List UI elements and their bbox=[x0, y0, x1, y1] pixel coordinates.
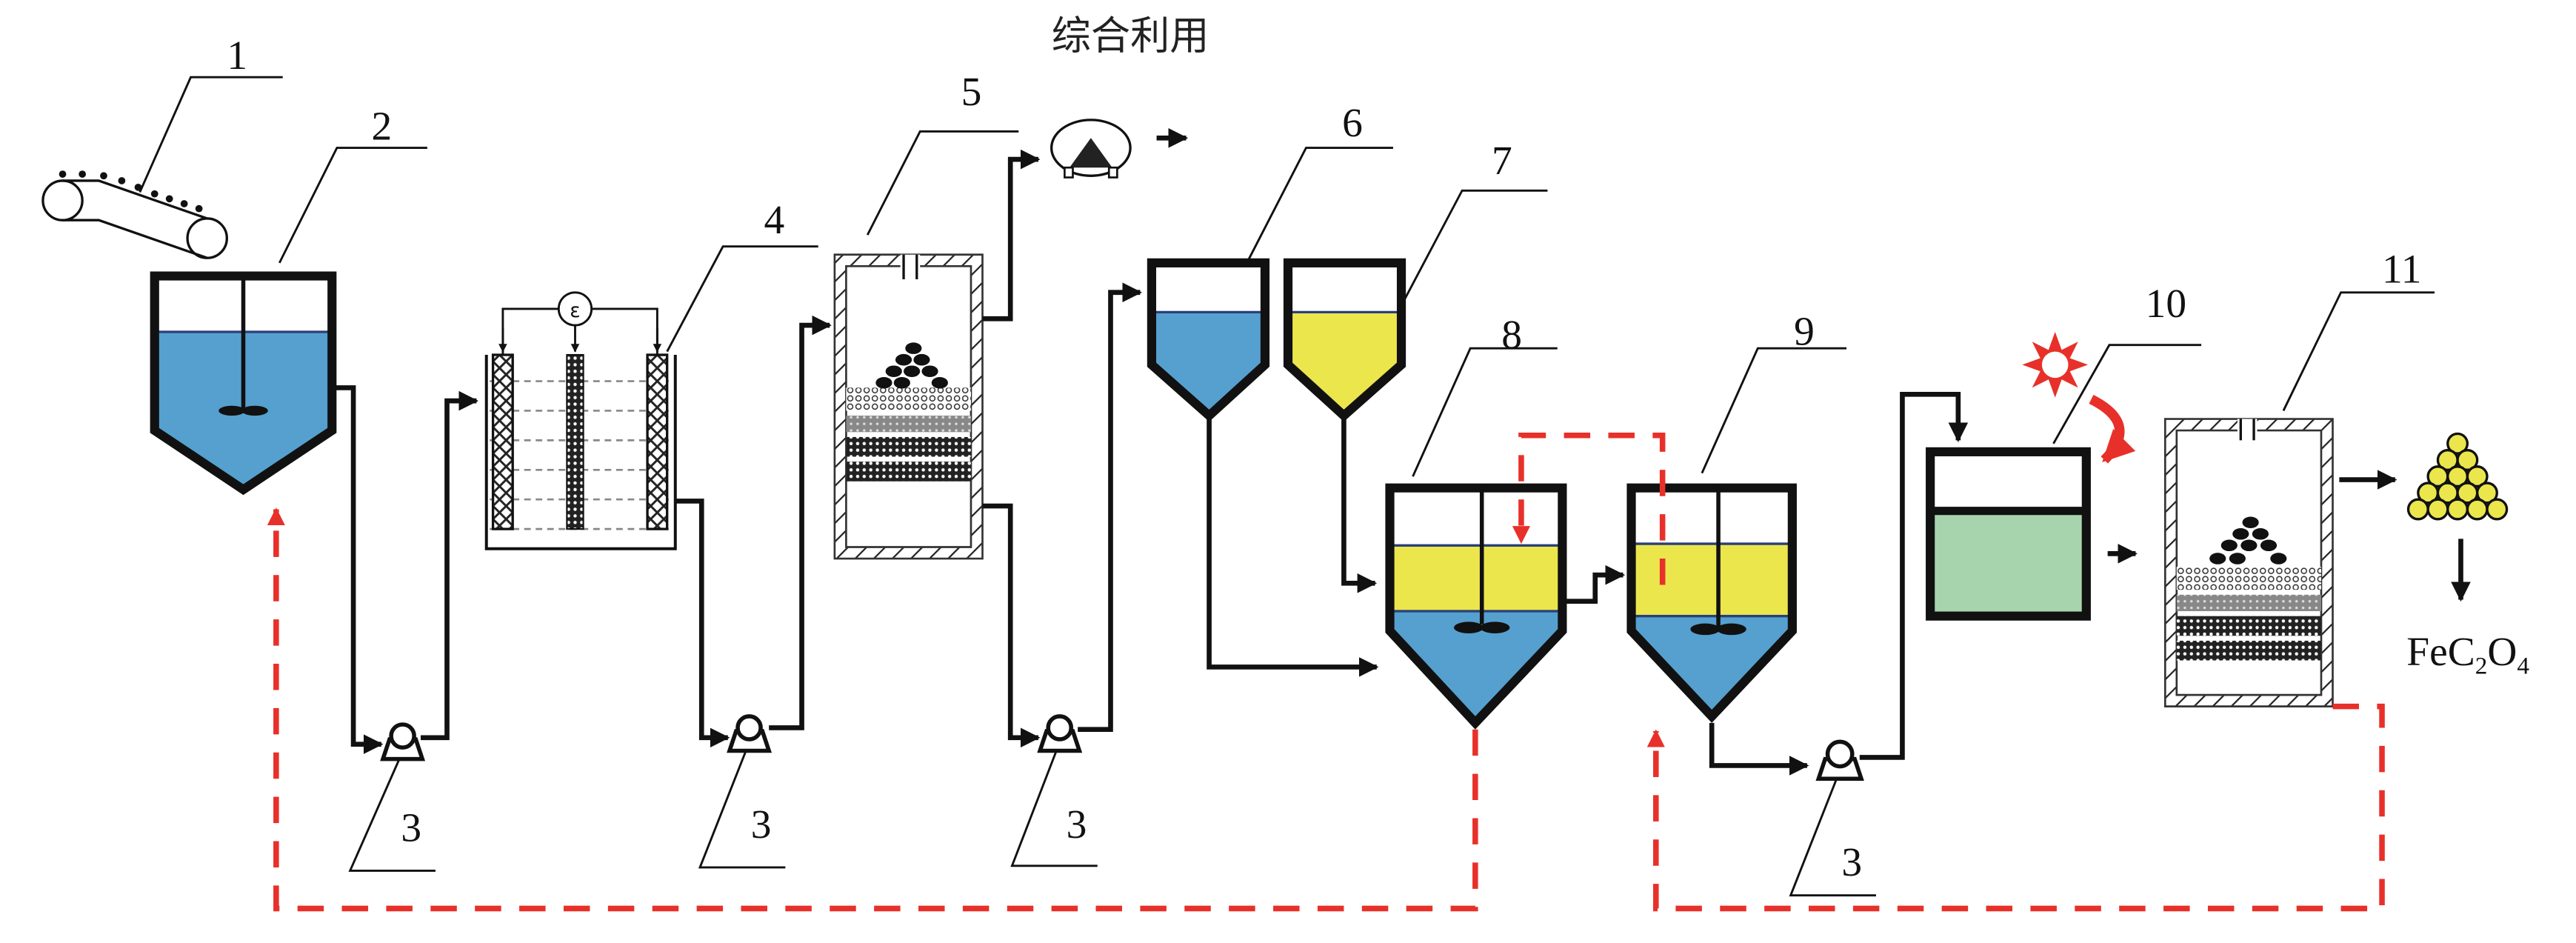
label-9: 9 bbox=[1794, 309, 1815, 354]
label-3a: 3 bbox=[401, 804, 421, 850]
pipe-tank2-to-pump bbox=[332, 385, 384, 754]
pipe-pump-to-photoreactor bbox=[1859, 391, 1969, 760]
pump-a bbox=[380, 722, 426, 762]
leader-line-3d bbox=[1789, 778, 1876, 897]
label-2: 2 bbox=[371, 104, 392, 149]
label-5: 5 bbox=[961, 69, 982, 114]
label-6: 6 bbox=[1342, 100, 1363, 145]
pipe-tank6-to-reactor8 bbox=[1207, 416, 1379, 677]
label-10: 10 bbox=[2146, 281, 2186, 326]
power-source-symbol: ε bbox=[570, 299, 580, 322]
pipe-reactor9-to-pump bbox=[1709, 722, 1809, 776]
filter-2 bbox=[2163, 418, 2334, 707]
tank-6-blue bbox=[1147, 258, 1270, 422]
pipe-reactor8-to-reactor9 bbox=[1562, 564, 1626, 604]
pipe-filter1-to-bin bbox=[982, 149, 1041, 321]
filter-1 bbox=[833, 253, 984, 560]
electrolysis-cell: ε bbox=[484, 291, 677, 550]
tank-7-yellow bbox=[1283, 258, 1407, 422]
pump-c bbox=[1037, 714, 1083, 753]
reactor-8 bbox=[1385, 483, 1567, 730]
leader-line-9 bbox=[1701, 347, 1847, 474]
light-irradiation-arrow bbox=[2089, 394, 2136, 464]
leader-line-8 bbox=[1412, 347, 1558, 477]
conveyor-belt bbox=[41, 170, 228, 259]
pipe-tank7-to-reactor8 bbox=[1341, 416, 1378, 593]
product-formula: FeC2O4 bbox=[2406, 629, 2529, 679]
leader-line-3b bbox=[698, 750, 786, 869]
leader-line-5 bbox=[866, 130, 1019, 236]
solid-residue-bin bbox=[1050, 119, 1132, 179]
light-source-icon bbox=[2022, 331, 2089, 398]
reactor-9 bbox=[1626, 483, 1797, 723]
photo-reactor bbox=[1926, 447, 2091, 621]
power-source-icon bbox=[557, 291, 593, 327]
label-7: 7 bbox=[1492, 138, 1512, 183]
label-11: 11 bbox=[2382, 246, 2421, 291]
leach-tank bbox=[150, 271, 337, 496]
label-4: 4 bbox=[764, 197, 785, 242]
leader-line-4 bbox=[666, 245, 818, 353]
leader-line-7 bbox=[1400, 189, 1548, 307]
pump-d bbox=[1815, 739, 1864, 781]
pump-b bbox=[727, 714, 773, 753]
label-1: 1 bbox=[227, 33, 247, 78]
recycle-line-filter2-to-reactor9 bbox=[1646, 703, 2385, 912]
diagram-title: 综合利用 bbox=[1052, 13, 1209, 59]
leader-line-10 bbox=[2052, 344, 2202, 444]
label-3c: 3 bbox=[1067, 802, 1087, 847]
label-3b: 3 bbox=[751, 802, 772, 847]
pipe-pump-to-cell bbox=[421, 390, 479, 741]
pipe-pump-to-tank6 bbox=[1078, 282, 1143, 733]
leader-line-3a bbox=[348, 759, 436, 872]
product-crystals-icon bbox=[2406, 432, 2509, 521]
leader-line-2 bbox=[278, 147, 427, 264]
pipe-cell-to-pump bbox=[675, 499, 730, 748]
leader-line-1 bbox=[139, 76, 283, 193]
leader-line-3c bbox=[1010, 750, 1098, 867]
label-3d: 3 bbox=[1841, 839, 1862, 884]
label-8: 8 bbox=[1501, 312, 1522, 357]
pipe-filter1-to-pump bbox=[982, 503, 1041, 748]
recycle-line-reactor8-to-tank2 bbox=[267, 507, 1478, 912]
pipe-pump-to-filter1 bbox=[769, 315, 832, 730]
leader-line-11 bbox=[2282, 291, 2435, 412]
leader-line-6 bbox=[1247, 147, 1393, 261]
